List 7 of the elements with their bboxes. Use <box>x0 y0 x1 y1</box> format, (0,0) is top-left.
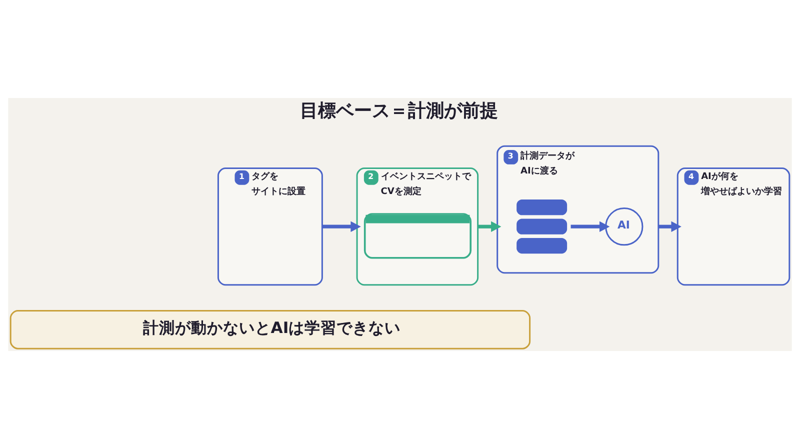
node-box: 計測が動かないとAIは学習できない <box>10 309 531 349</box>
arrow <box>570 220 610 232</box>
arrow <box>322 220 361 232</box>
diagram-title: 目標ベース＝計測が前提 <box>300 100 498 122</box>
arrow <box>478 220 502 232</box>
node-circle: AI <box>605 207 644 246</box>
arrow <box>658 220 682 232</box>
